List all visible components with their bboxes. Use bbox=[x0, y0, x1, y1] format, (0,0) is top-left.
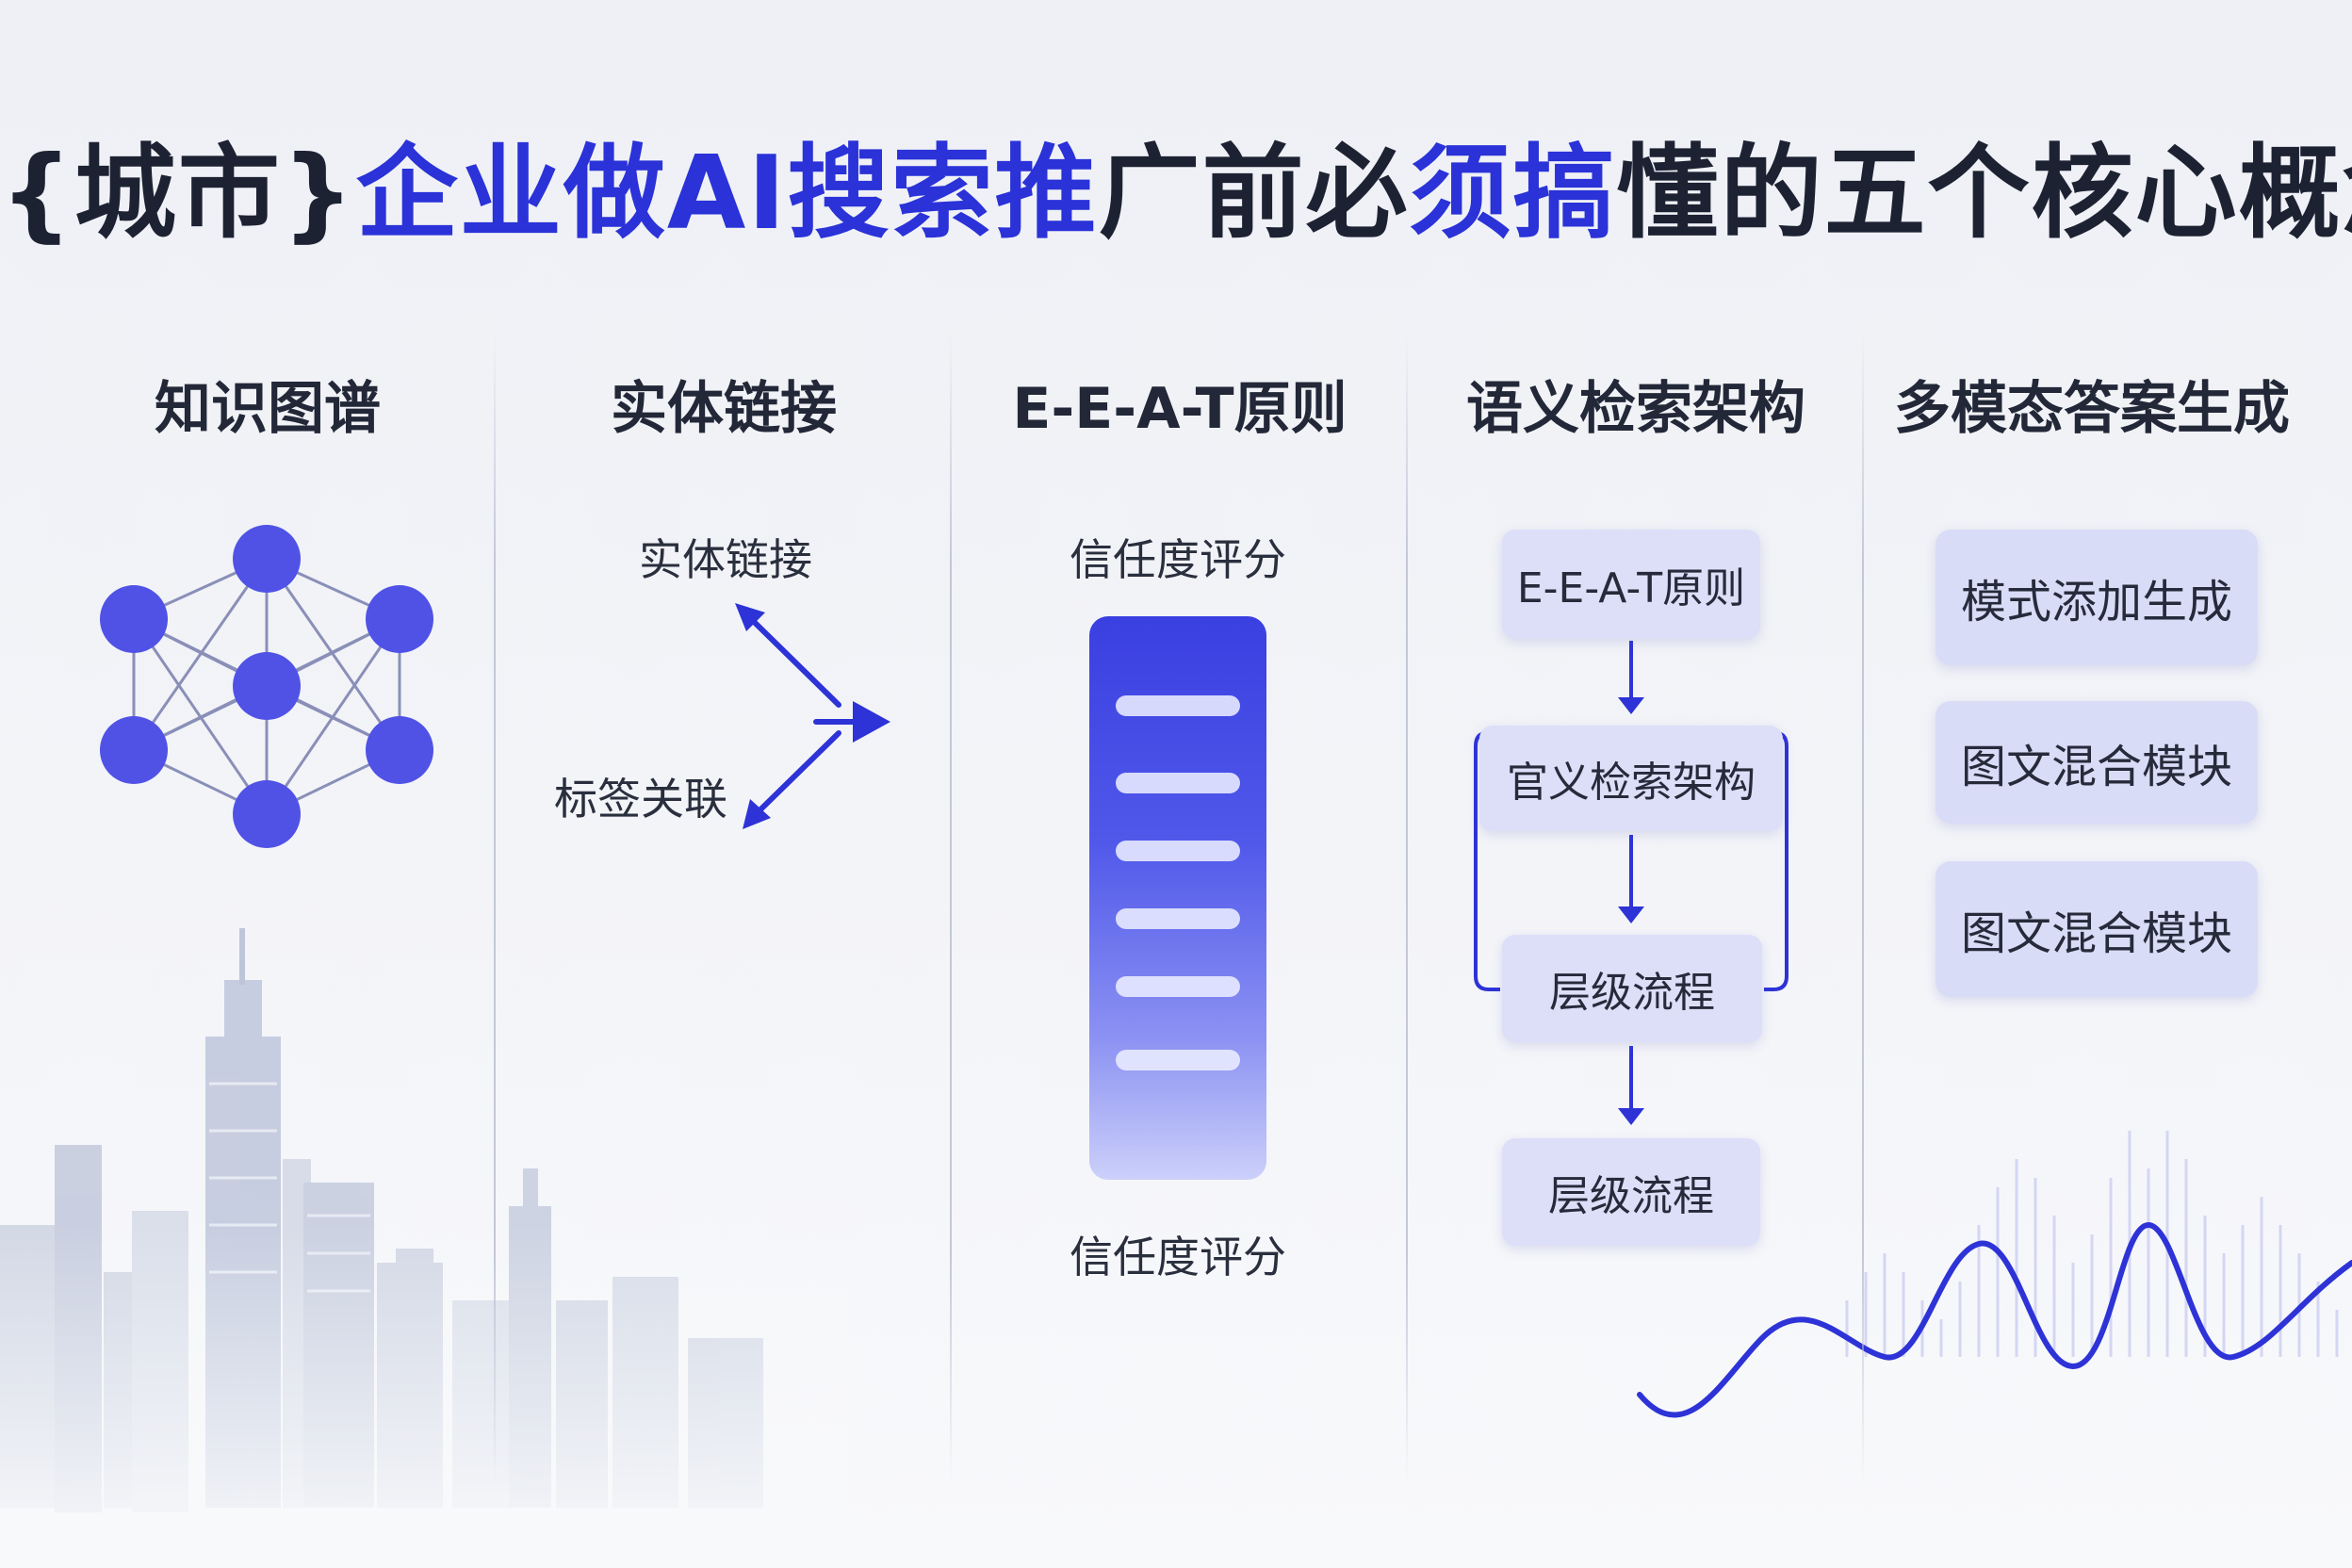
waveform-icon bbox=[1637, 1221, 2352, 1418]
title-part: 懂的五个核心概念 bbox=[1616, 135, 2352, 253]
server-stack-icon bbox=[1089, 616, 1266, 1180]
flow-box-hierarchy: 层级流程 bbox=[1502, 935, 1762, 1042]
title-part-highlight: 企业做AI搜索推 bbox=[355, 135, 1099, 253]
column-divider bbox=[950, 335, 952, 1484]
server-slot bbox=[1116, 976, 1240, 997]
page-title: {城市}企业做AI搜索推广前必须搞懂的五个核心概念 bbox=[0, 111, 2352, 258]
image-text-module-box-2: 图文混合模块 bbox=[1936, 861, 2258, 997]
flow-box-eeat: E-E-A-T原则 bbox=[1502, 530, 1760, 639]
tag-association-label: 标签关联 bbox=[554, 774, 727, 825]
entity-link-label: 实体链接 bbox=[639, 534, 812, 585]
server-slot bbox=[1116, 695, 1240, 716]
server-slot bbox=[1116, 841, 1240, 861]
title-part: 广前必 bbox=[1098, 135, 1410, 253]
title-part-highlight: 须搞 bbox=[1409, 135, 1617, 253]
column-divider bbox=[494, 335, 496, 1484]
trust-score-label-top: 信任度评分 bbox=[1070, 534, 1286, 585]
flow-box-semantic: 官义检索架构 bbox=[1479, 726, 1783, 831]
column-title-knowledge-graph: 知识图谱 bbox=[155, 376, 381, 442]
column-title-entity-linking: 实体链接 bbox=[611, 376, 837, 442]
trust-score-label-bottom: 信任度评分 bbox=[1070, 1232, 1286, 1282]
column-divider bbox=[1406, 335, 1408, 1484]
column-title-semantic-retrieval: 语义检索架构 bbox=[1466, 376, 1805, 442]
mode-add-generate-box: 模式添加生成 bbox=[1936, 530, 2258, 665]
image-text-module-box: 图文混合模块 bbox=[1936, 701, 2258, 824]
column-divider bbox=[1862, 335, 1864, 1484]
server-slot bbox=[1116, 1050, 1240, 1070]
title-part: {城市} bbox=[0, 135, 356, 253]
server-slot bbox=[1116, 908, 1240, 929]
column-title-multimodal: 多模态答案生成 bbox=[1894, 376, 2290, 442]
column-title-eeat: E-E-A-T原则 bbox=[1012, 376, 1348, 442]
server-slot bbox=[1116, 773, 1240, 793]
flow-box-hierarchy-2: 层级流程 bbox=[1502, 1138, 1760, 1246]
